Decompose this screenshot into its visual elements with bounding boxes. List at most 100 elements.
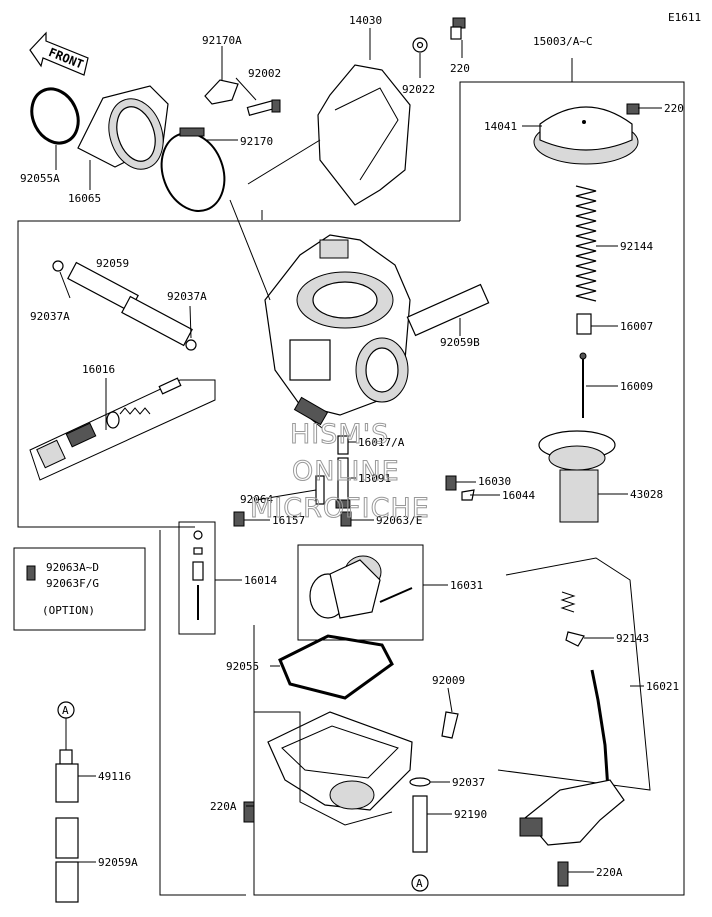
needle-jet-13091 bbox=[335, 457, 351, 509]
option-line-3: (OPTION) bbox=[42, 604, 95, 617]
washer-92022 bbox=[412, 37, 428, 53]
diagram-id: E1611 bbox=[668, 11, 701, 24]
marker-a-bottom-label: A bbox=[416, 877, 423, 890]
cap-14041 bbox=[533, 106, 639, 165]
callout-92055A: 92055A bbox=[20, 172, 60, 185]
callout-16044: 16044 bbox=[502, 489, 535, 502]
choke-frame bbox=[497, 557, 651, 791]
callout-16031: 16031 bbox=[450, 579, 483, 592]
cover-14030 bbox=[317, 64, 411, 206]
screw-220A-left bbox=[243, 801, 255, 823]
float-chamber bbox=[267, 711, 413, 811]
o-ring-92055A bbox=[30, 87, 80, 145]
callout-92037A-left: 92037A bbox=[30, 310, 70, 323]
marker-a-top-label: A bbox=[62, 704, 69, 717]
callout-43028: 43028 bbox=[630, 488, 663, 501]
callout-16017A: 16017/A bbox=[358, 436, 405, 449]
callout-92059A: 92059A bbox=[98, 856, 138, 869]
plug-92063E bbox=[340, 511, 352, 527]
main-jet-16017 bbox=[337, 435, 349, 455]
callout-16157: 16157 bbox=[272, 514, 305, 527]
needle-holder-16007 bbox=[576, 313, 592, 335]
diaphragm-43028 bbox=[538, 430, 616, 523]
callout-16009: 16009 bbox=[620, 380, 653, 393]
main-frame bbox=[253, 58, 685, 896]
pilot-screw-assy-16016 bbox=[29, 377, 216, 481]
carburetor-holder-16065 bbox=[77, 85, 169, 170]
part-16044 bbox=[461, 489, 475, 501]
callout-92144: 92144 bbox=[620, 240, 653, 253]
screw-92009 bbox=[441, 711, 459, 739]
callout-92190: 92190 bbox=[454, 808, 487, 821]
callout-14030: 14030 bbox=[349, 14, 382, 27]
screw-220A-right bbox=[557, 861, 569, 887]
box-16014 bbox=[178, 521, 216, 635]
callout-92055: 92055 bbox=[226, 660, 259, 673]
jet-16157 bbox=[233, 511, 245, 527]
callout-16065: 16065 bbox=[68, 192, 101, 205]
callout-15003: 15003/A~C bbox=[533, 35, 593, 48]
option-screw-icon bbox=[26, 565, 36, 581]
callout-92170: 92170 bbox=[240, 135, 273, 148]
float-chamber-frame bbox=[253, 625, 393, 826]
tube-92059A bbox=[55, 817, 79, 903]
choke-cable-16021 bbox=[519, 669, 625, 846]
callout-92059B: 92059B bbox=[440, 336, 480, 349]
callout-220-cap: 220 bbox=[664, 102, 684, 115]
spring-92144 bbox=[575, 185, 597, 302]
left-frame-lower bbox=[159, 530, 246, 896]
watermark-line-1: HISM'S bbox=[290, 419, 389, 450]
callout-16030: 16030 bbox=[478, 475, 511, 488]
choke-spring bbox=[560, 591, 576, 613]
callout-labels: 14030 220 92170A 92002 92022 15003/A~C 9… bbox=[20, 14, 684, 879]
tube-92059 bbox=[67, 261, 193, 347]
callout-14041: 14041 bbox=[484, 120, 517, 133]
screw-220-cap bbox=[626, 103, 640, 115]
callout-16021: 16021 bbox=[646, 680, 679, 693]
callout-49116: 49116 bbox=[98, 770, 131, 783]
callout-16016: 16016 bbox=[82, 363, 115, 376]
bolt-92002 bbox=[246, 99, 281, 116]
front-arrow-icon: FRONT bbox=[29, 31, 89, 76]
valve-assy-16031 bbox=[309, 555, 413, 619]
callout-92064: 92064 bbox=[240, 493, 273, 506]
needle-valve-16014 bbox=[192, 530, 204, 620]
screw-220-top bbox=[450, 17, 466, 40]
callout-220A-left: 220A bbox=[210, 800, 237, 813]
option-line-1: 92063A~D bbox=[46, 561, 99, 574]
callout-220-top: 220 bbox=[450, 62, 470, 75]
clip-92037A-left bbox=[52, 260, 64, 272]
leader-lines bbox=[55, 28, 662, 873]
clip-92037A-right bbox=[185, 339, 197, 351]
clip-92037 bbox=[409, 777, 431, 787]
marker-a-top: A bbox=[57, 701, 75, 719]
callout-13091: 13091 bbox=[358, 472, 391, 485]
watermark: HISM'S ONLINE MICROFICHE bbox=[250, 419, 430, 525]
choke-clip-92143 bbox=[565, 631, 585, 647]
left-frame bbox=[17, 220, 248, 528]
callout-92022: 92022 bbox=[402, 83, 435, 96]
carburetor-body bbox=[264, 234, 411, 429]
watermark-line-2: ONLINE bbox=[292, 456, 400, 487]
clamp-92170 bbox=[160, 127, 226, 212]
gasket-92055 bbox=[278, 634, 394, 700]
fitting-49116 bbox=[55, 749, 79, 803]
callout-92037: 92037 bbox=[452, 776, 485, 789]
option-line-2: 92063F/G bbox=[46, 577, 99, 590]
callout-92059: 92059 bbox=[96, 257, 129, 270]
callout-92002: 92002 bbox=[248, 67, 281, 80]
callout-92143: 92143 bbox=[616, 632, 649, 645]
hose-92190 bbox=[412, 795, 428, 853]
callout-92170A: 92170A bbox=[202, 34, 242, 47]
callout-92037A-right: 92037A bbox=[167, 290, 207, 303]
bracket-92170A bbox=[204, 79, 239, 105]
option-box bbox=[13, 547, 146, 631]
callout-220A-right: 220A bbox=[596, 866, 623, 879]
callout-16014: 16014 bbox=[244, 574, 277, 587]
callout-92009: 92009 bbox=[432, 674, 465, 687]
marker-a-bottom: A bbox=[411, 874, 429, 892]
tube-92059B bbox=[406, 283, 490, 337]
watermark-line-3: MICROFICHE bbox=[250, 493, 430, 524]
